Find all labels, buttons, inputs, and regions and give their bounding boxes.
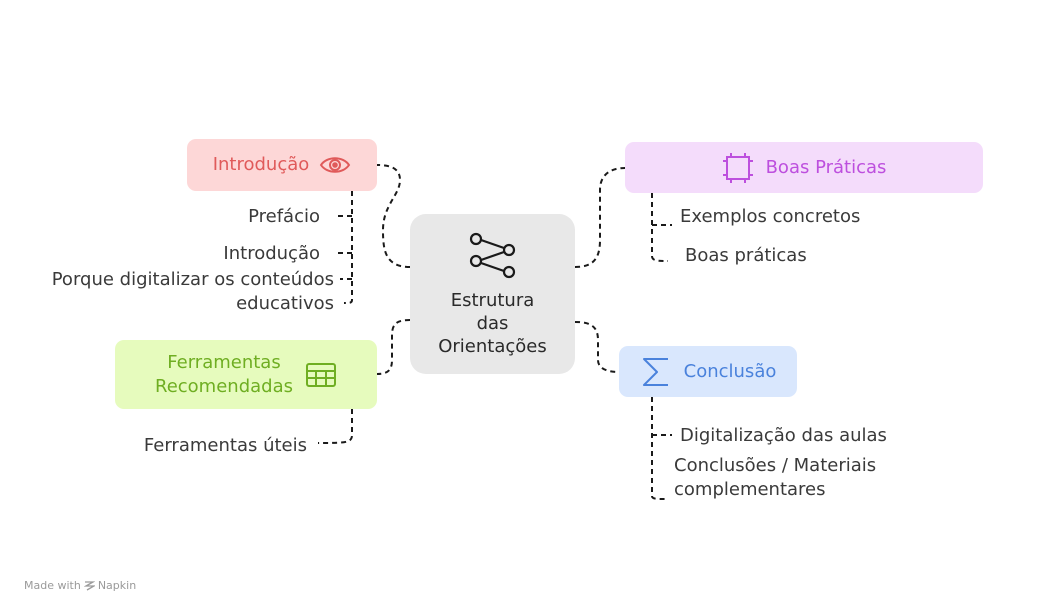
sigma-icon bbox=[642, 357, 668, 386]
branch-conclusao: Conclusão bbox=[619, 346, 797, 397]
connector-ferr-leaves bbox=[317, 409, 353, 444]
connector-conclusao bbox=[574, 321, 620, 373]
branch-ferramentas: Ferramentas Recomendadas bbox=[115, 340, 377, 409]
center-label-line: das bbox=[476, 312, 509, 334]
frame-icon bbox=[722, 152, 753, 183]
leaf-porque-digitalizar-cont: educativos bbox=[236, 293, 334, 314]
footer-brand: Napkin bbox=[97, 579, 137, 592]
connector-boas-leaves bbox=[651, 193, 669, 262]
connector-conc-leaves bbox=[651, 397, 667, 500]
connector-introducao bbox=[376, 164, 411, 268]
connector-ferramentas bbox=[376, 319, 411, 375]
branch-ferramentas-label-line: Recomendadas bbox=[155, 375, 293, 397]
eye-icon bbox=[320, 157, 351, 173]
center-node: Estrutura das Orientações bbox=[410, 214, 575, 374]
leaf-boas-praticas: Boas práticas bbox=[685, 245, 807, 266]
branch-introducao: Introdução bbox=[187, 139, 377, 191]
leaf-exemplos-concretos: Exemplos concretos bbox=[680, 206, 861, 227]
leaf-porque-digitalizar: Porque digitalizar os conteúdos bbox=[51, 269, 334, 290]
leaf-ferramentas-uteis: Ferramentas úteis bbox=[143, 435, 307, 456]
napkin-logo-icon bbox=[83, 581, 95, 591]
center-label: Estrutura das Orientações bbox=[438, 289, 547, 358]
center-label-line: Orientações bbox=[438, 335, 547, 357]
footer-watermark: Made with Napkin bbox=[24, 579, 136, 592]
leaf-conclusoes-materiais: Conclusões / Materiais bbox=[674, 455, 877, 476]
share-icon bbox=[469, 232, 515, 278]
center-label-line: Estrutura bbox=[450, 289, 535, 311]
branch-introducao-label: Introdução bbox=[212, 154, 310, 175]
branch-conclusao-label: Conclusão bbox=[683, 360, 777, 382]
leaf-digitalizacao-aulas: Digitalização das aulas bbox=[680, 425, 887, 446]
connector-boas bbox=[574, 167, 626, 268]
leaf-introducao: Introdução bbox=[223, 243, 320, 264]
branch-ferramentas-label: Ferramentas Recomendadas bbox=[155, 351, 293, 399]
branch-boas-praticas: Boas Práticas bbox=[625, 142, 983, 193]
leaf-conclusoes-materiais-cont: complementares bbox=[674, 479, 826, 500]
footer-prefix: Made with bbox=[24, 579, 81, 592]
branch-boas-praticas-label: Boas Práticas bbox=[765, 156, 887, 178]
connector-intro-leaves bbox=[343, 191, 353, 304]
leaf-prefacio: Prefácio bbox=[248, 206, 320, 227]
branch-ferramentas-label-line: Ferramentas bbox=[167, 351, 281, 373]
table-icon bbox=[306, 362, 336, 387]
